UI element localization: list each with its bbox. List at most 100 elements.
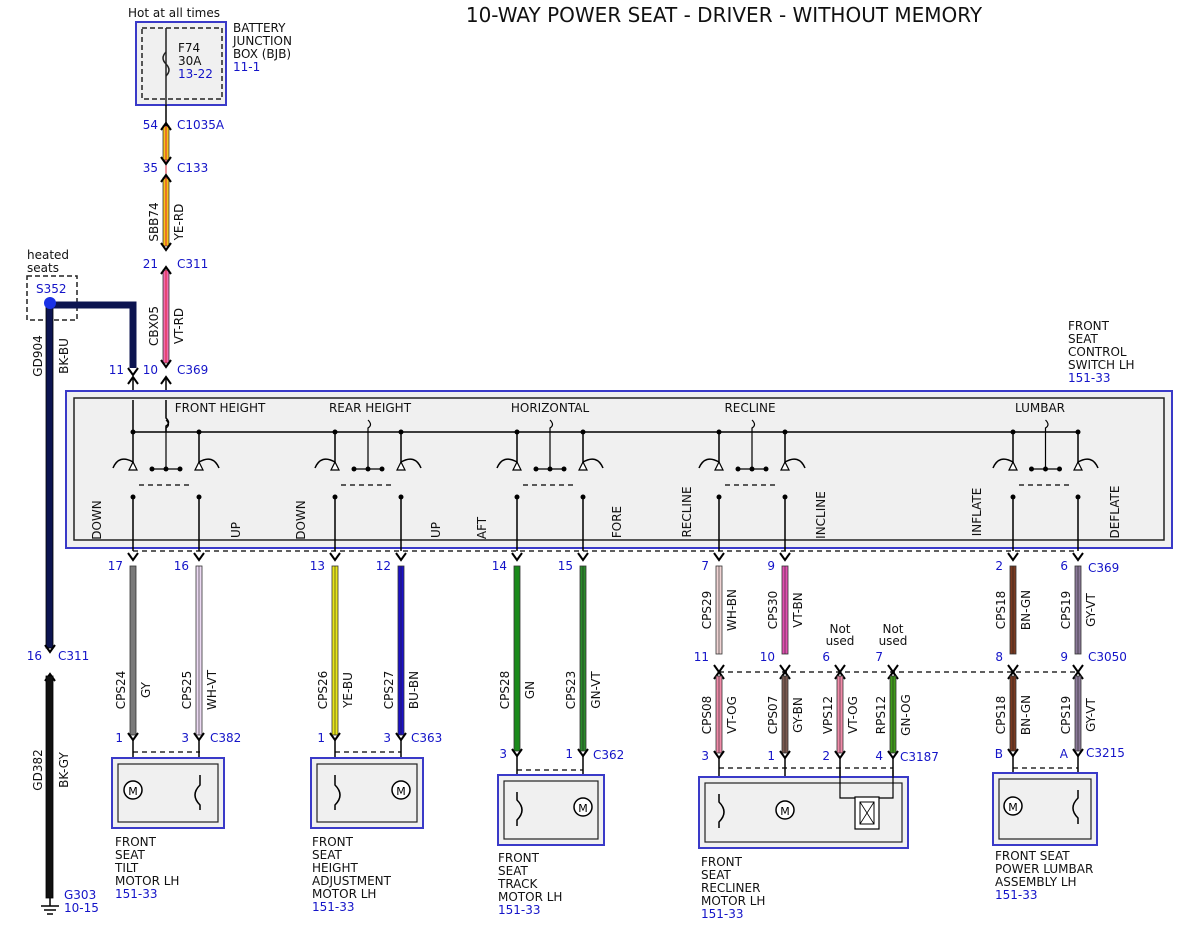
conn-c3187: C3187 (900, 750, 939, 764)
wire-color: WH-BN (725, 589, 739, 631)
wire-end-pin: 1 (767, 749, 775, 763)
switch-inner-box (73, 397, 1165, 541)
tilt-name-4: MOTOR LH (115, 874, 179, 888)
height-ref: 151-33 (312, 900, 355, 914)
switch-pivot-icon (128, 460, 138, 471)
section-lumbar: LUMBAR (1015, 401, 1065, 415)
dir-incline: INCLINE (814, 491, 828, 539)
switch-frame (65, 390, 1173, 549)
height-name-3: HEIGHT (312, 861, 358, 875)
track-ref: 151-33 (498, 903, 541, 917)
c133-arrow-up (160, 173, 172, 183)
wire-end-pin: A (1060, 747, 1069, 761)
recliner-name-1: FRONT (701, 855, 743, 869)
lumbar-motor-m: M (1008, 801, 1018, 814)
wire-arrow-down (193, 552, 205, 562)
wire-end-pin: 3 (181, 731, 189, 745)
jumper-hook-icon (751, 419, 756, 432)
lumbar-limit-switch-icon (1072, 790, 1079, 824)
switch-pivot-icon (780, 460, 790, 471)
recliner-motor-icon (775, 800, 795, 820)
tilt-motor-inner (117, 763, 219, 823)
wire-color: VT-OG (725, 696, 739, 734)
conn-c382: C382 (210, 731, 241, 745)
switch-pivot-icon (194, 460, 204, 471)
wire-end-pin: 2 (822, 749, 830, 763)
wire-circuit: CPS18 (994, 696, 1008, 735)
not-used-label: Not (829, 622, 850, 636)
bjb-frame (135, 21, 227, 106)
lumbar-name-2: POWER LUMBAR (995, 862, 1093, 876)
conn-c369-bottom: C369 (1088, 561, 1119, 575)
wire-color: GN (523, 681, 537, 699)
conn-c3050: C3050 (1088, 650, 1127, 664)
wire-arrow-down (713, 552, 725, 562)
height-name-2: SEAT (312, 848, 342, 862)
splice-caption-line-2: seats (27, 261, 59, 275)
switch-blade-icon (400, 458, 422, 469)
c369-arrow-feed (160, 359, 172, 369)
circuit-sbb74: SBB74 (147, 202, 161, 241)
not-used-label: used (826, 634, 855, 648)
height-motor-block: M C363 FRONT SEAT HEIGHT ADJUSTMENT MOTO… (310, 731, 442, 914)
dir-deflate: DEFLATE (1108, 486, 1122, 539)
switch-blade-icon (112, 458, 134, 469)
wire-circuit: CPS19 (1059, 696, 1073, 735)
wire-gd904 (45, 302, 54, 649)
dir-down-2: DOWN (294, 500, 308, 540)
height-name-5: MOTOR LH (312, 887, 376, 901)
recliner-name-2: SEAT (701, 868, 731, 882)
jumper-hook-icon (367, 419, 372, 432)
wire-color: GN-VT (589, 671, 603, 709)
recliner-motor-inner (704, 782, 903, 843)
switch-name-line-4: SWITCH LH (1068, 358, 1135, 372)
height-motor-icon (391, 780, 411, 800)
tilt-name-1: FRONT (115, 835, 157, 849)
wire-color: VT-OG (846, 696, 860, 734)
wire-arrow-down (329, 552, 341, 562)
diagram-title: 10-WAY POWER SEAT - DRIVER - WITHOUT MEM… (466, 3, 983, 27)
switch-contacts (112, 400, 1099, 551)
conn-c3215: C3215 (1086, 746, 1125, 760)
wire-end-pin: 3 (701, 749, 709, 763)
section-rear-height: REAR HEIGHT (329, 401, 412, 415)
switch-name-line-2: SEAT (1068, 332, 1098, 346)
switch-blade-icon (496, 458, 518, 469)
switch-pivot-icon (1008, 460, 1018, 471)
wire-circuit: CPS23 (564, 671, 578, 710)
wire-mid-pin: 10 (760, 650, 775, 664)
wire-circuit: CPS28 (498, 671, 512, 710)
dir-up-2: UP (429, 522, 443, 538)
color-vt-rd: VT-RD (172, 308, 186, 344)
hot-at-all-times-label: Hot at all times (128, 6, 220, 20)
wire-color: BN-GN (1019, 695, 1033, 735)
recliner-name-3: RECLINER (701, 881, 760, 895)
recliner-motor-m: M (780, 805, 790, 818)
circuit-gd382: GD382 (31, 749, 45, 790)
wire-pin: 6 (1060, 559, 1068, 573)
track-motor-frame (497, 774, 605, 846)
circuit-gd904: GD904 (31, 335, 45, 376)
splice-s352-dot (44, 297, 56, 309)
switch-pivot-icon (330, 460, 340, 471)
c369-pin11-arrow (127, 367, 139, 377)
tilt-ref: 151-33 (115, 887, 158, 901)
switch-blade-icon (784, 458, 806, 469)
dir-aft: AFT (475, 516, 489, 539)
ground-symbol-icon (41, 898, 59, 915)
wire-circuit: CPS27 (382, 671, 396, 710)
tilt-motor-m: M (128, 785, 138, 798)
conn-c311-ground: C311 (58, 649, 89, 663)
wire-pin: 15 (558, 559, 573, 573)
bjb-name-line-3: BOX (BJB) (233, 47, 291, 61)
bjb-inner-box (141, 27, 223, 100)
section-front-height: FRONT HEIGHT (175, 401, 266, 415)
wire-color: VT-BN (791, 592, 805, 628)
wire-end-pin: 3 (383, 731, 391, 745)
wire-mid-pin: 8 (995, 650, 1003, 664)
tilt-name-3: TILT (114, 861, 139, 875)
